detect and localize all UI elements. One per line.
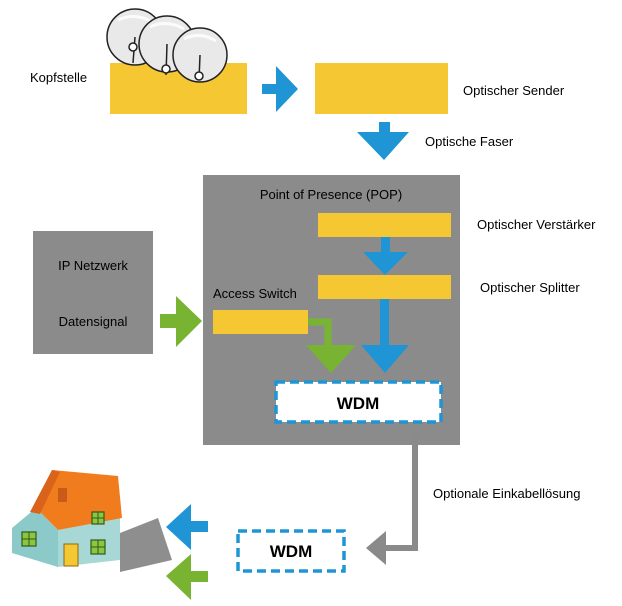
optischer-splitter-box (318, 275, 451, 299)
satellite-dish-3 (172, 27, 228, 83)
pop-title: Point of Presence (POP) (260, 187, 402, 202)
optischer-verstaerker-box (318, 213, 451, 237)
arrow-left-icon (166, 554, 208, 600)
optischer-sender-label: Optischer Sender (463, 83, 565, 98)
kopfstelle-label: Kopfstelle (30, 70, 87, 85)
optischer-sender-box (315, 63, 448, 114)
access-switch-label: Access Switch (213, 286, 297, 301)
arrow-down-icon (357, 122, 409, 160)
wdm-home-label: WDM (270, 542, 312, 561)
optische-faser-label: Optische Faser (425, 134, 514, 149)
wdm-pop-box (274, 380, 443, 424)
arrow-down-icon (361, 299, 409, 373)
datensignal-label: Datensignal (59, 314, 128, 329)
arrow-down-icon (363, 237, 408, 275)
house-icon (12, 470, 172, 572)
satellite-dish-icon (106, 8, 228, 83)
arrow-right-icon (160, 296, 202, 347)
optionale-einkabelloesung-label: Optionale Einkabellösung (433, 486, 580, 501)
access-switch-box (213, 310, 308, 334)
arrow-down-icon (306, 318, 356, 373)
wdm-home-box (236, 529, 346, 573)
arrow-left-icon (366, 531, 386, 565)
wdm-pop-label: WDM (337, 394, 379, 413)
optischer-splitter-label: Optischer Splitter (480, 280, 580, 295)
ip-netzwerk-label: IP Netzwerk (58, 258, 128, 273)
optischer-verstaerker-label: Optischer Verstärker (477, 217, 596, 232)
arrow-left-icon (166, 504, 208, 550)
arrow-right-icon (262, 66, 298, 112)
ip-netzwerk-box (33, 231, 153, 354)
